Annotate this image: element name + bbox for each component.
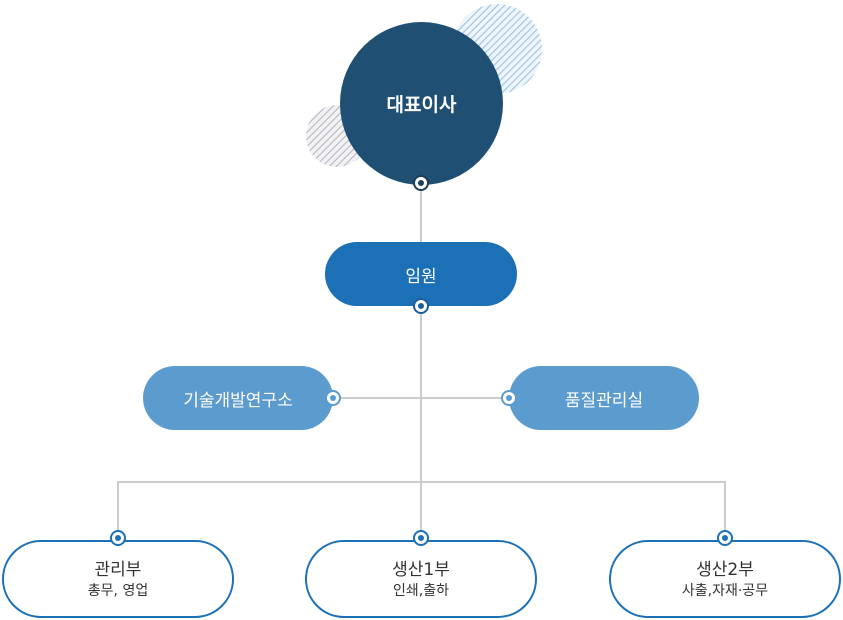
connector-dot-icon	[413, 298, 429, 314]
dept-management-node: 관리부 총무, 영업	[2, 540, 234, 618]
connector-dot-icon	[413, 175, 429, 191]
executive-label: 임원	[405, 266, 437, 287]
quality-control-node: 품질관리실	[509, 366, 699, 430]
connector-lines	[117, 184, 726, 538]
connector-dot-icon	[717, 530, 733, 546]
connector-dot-icon	[501, 390, 517, 406]
dept-subtitle: 인쇄,출하	[393, 582, 449, 599]
dept-production-1-node: 생산1부 인쇄,출하	[305, 540, 537, 618]
ceo-node: 대표이사	[340, 22, 503, 185]
ceo-label: 대표이사	[386, 94, 457, 116]
dept-title: 생산2부	[696, 559, 754, 580]
dept-production-2-node: 생산2부 사출,자재·공무	[609, 540, 841, 618]
rnd-lab-node: 기술개발연구소	[143, 366, 333, 430]
quality-control-label: 품질관리실	[564, 390, 644, 411]
connector-dot-icon	[413, 530, 429, 546]
executive-node: 임원	[325, 242, 517, 306]
rnd-lab-label: 기술개발연구소	[183, 390, 293, 411]
dept-title: 관리부	[94, 559, 142, 580]
dept-subtitle: 총무, 영업	[87, 582, 149, 599]
dept-subtitle: 사출,자재·공무	[681, 582, 769, 599]
connector-dot-icon	[325, 390, 341, 406]
dept-title: 생산1부	[392, 559, 450, 580]
connector-dot-icon	[110, 530, 126, 546]
